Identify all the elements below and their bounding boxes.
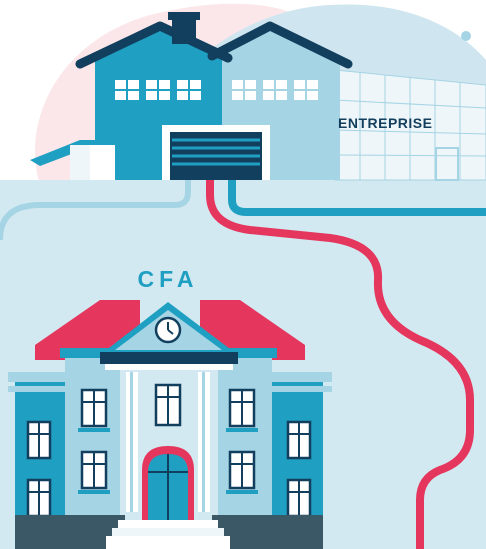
enterprise-building: ENTREPRISE <box>30 12 486 181</box>
back-roof-right <box>200 300 305 360</box>
glass-hall-door <box>435 147 459 181</box>
right-wing-cornice-2 <box>262 386 332 392</box>
left-wing-cornice-2 <box>8 386 78 392</box>
roof-right <box>207 21 353 69</box>
right-mid-cornice <box>207 348 277 358</box>
enterprise-label: ENTREPRISE <box>338 115 432 131</box>
roof-left <box>75 21 233 69</box>
decor-dot <box>461 31 471 41</box>
chimney-cap <box>168 12 200 20</box>
right-mid-wing <box>212 350 272 537</box>
cfa-label: CFA <box>138 266 199 292</box>
cfa-building: CFA <box>8 266 332 549</box>
left-mid-cornice <box>60 348 130 358</box>
stair-1 <box>118 520 218 528</box>
path-red <box>206 180 474 549</box>
right-wing-cornice <box>262 372 332 382</box>
path-blue-right <box>228 180 486 216</box>
stair-3 <box>106 536 230 549</box>
side-box-shadow <box>70 145 90 180</box>
left-mid-wing <box>65 350 125 537</box>
stair-2 <box>112 528 224 536</box>
left-wing-cornice <box>8 372 78 382</box>
path-light-left <box>0 180 191 241</box>
entablature <box>100 352 238 364</box>
entablature-light <box>105 364 233 370</box>
base-right <box>212 515 323 549</box>
